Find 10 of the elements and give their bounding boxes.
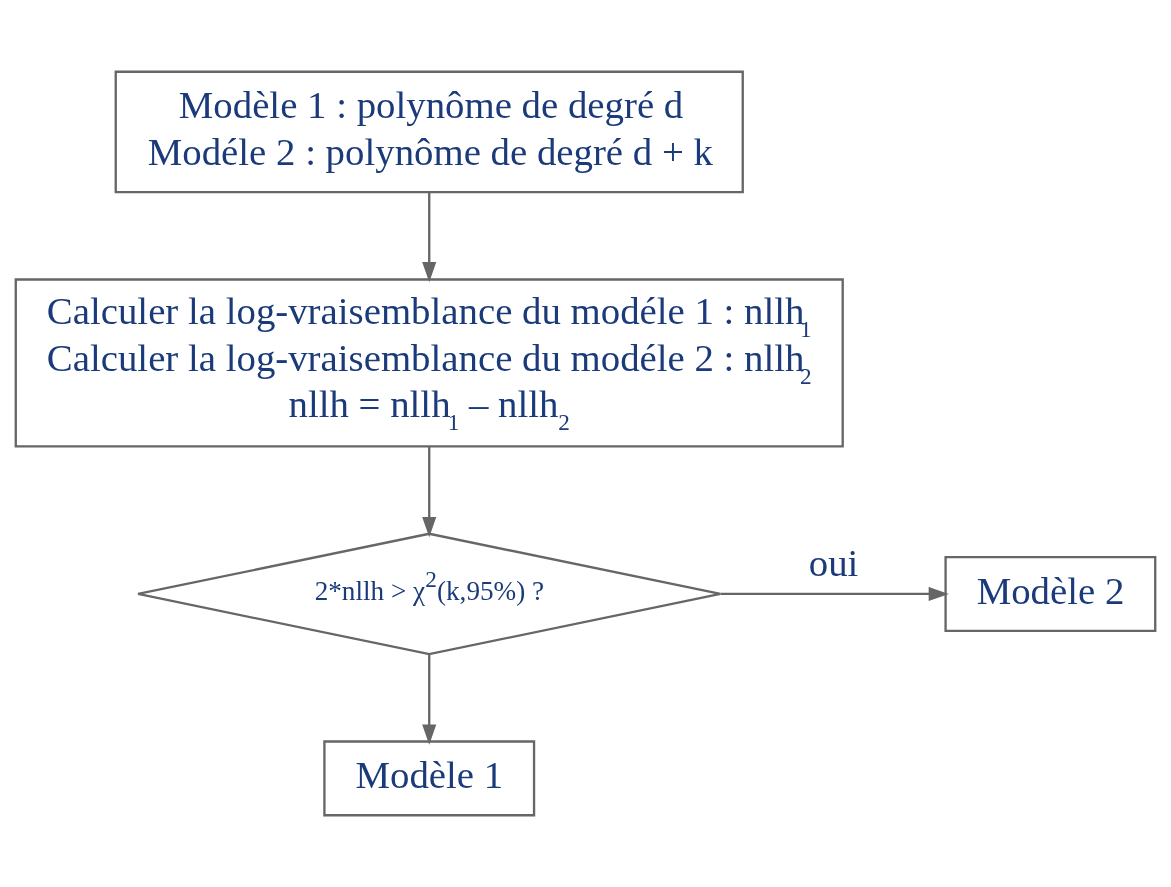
arrow: [422, 192, 437, 283]
edge-label: oui: [808, 541, 859, 585]
arrow: [422, 446, 437, 538]
arrow: [422, 654, 437, 745]
node-box: Modèle 1: [323, 740, 536, 817]
node-box: Modèle 1 : polynôme de degré d Modéle 2 : polynôme de degré d + k: [114, 70, 744, 194]
node-box: Calculer la log-vraisemblance du modéle 1 : nllh$_{1}$ Calculer la log-vraisemblance du modéle 2 : nllh$_{2}$ nllh = nllh$_{1}$ – nllh$_{2}$: [14, 278, 844, 448]
node-box: Modèle 2: [944, 555, 1157, 632]
node-diamond: 2*nllh > χ$^{2}$(k,95%) ?: [136, 532, 722, 656]
arrow: [720, 586, 949, 602]
